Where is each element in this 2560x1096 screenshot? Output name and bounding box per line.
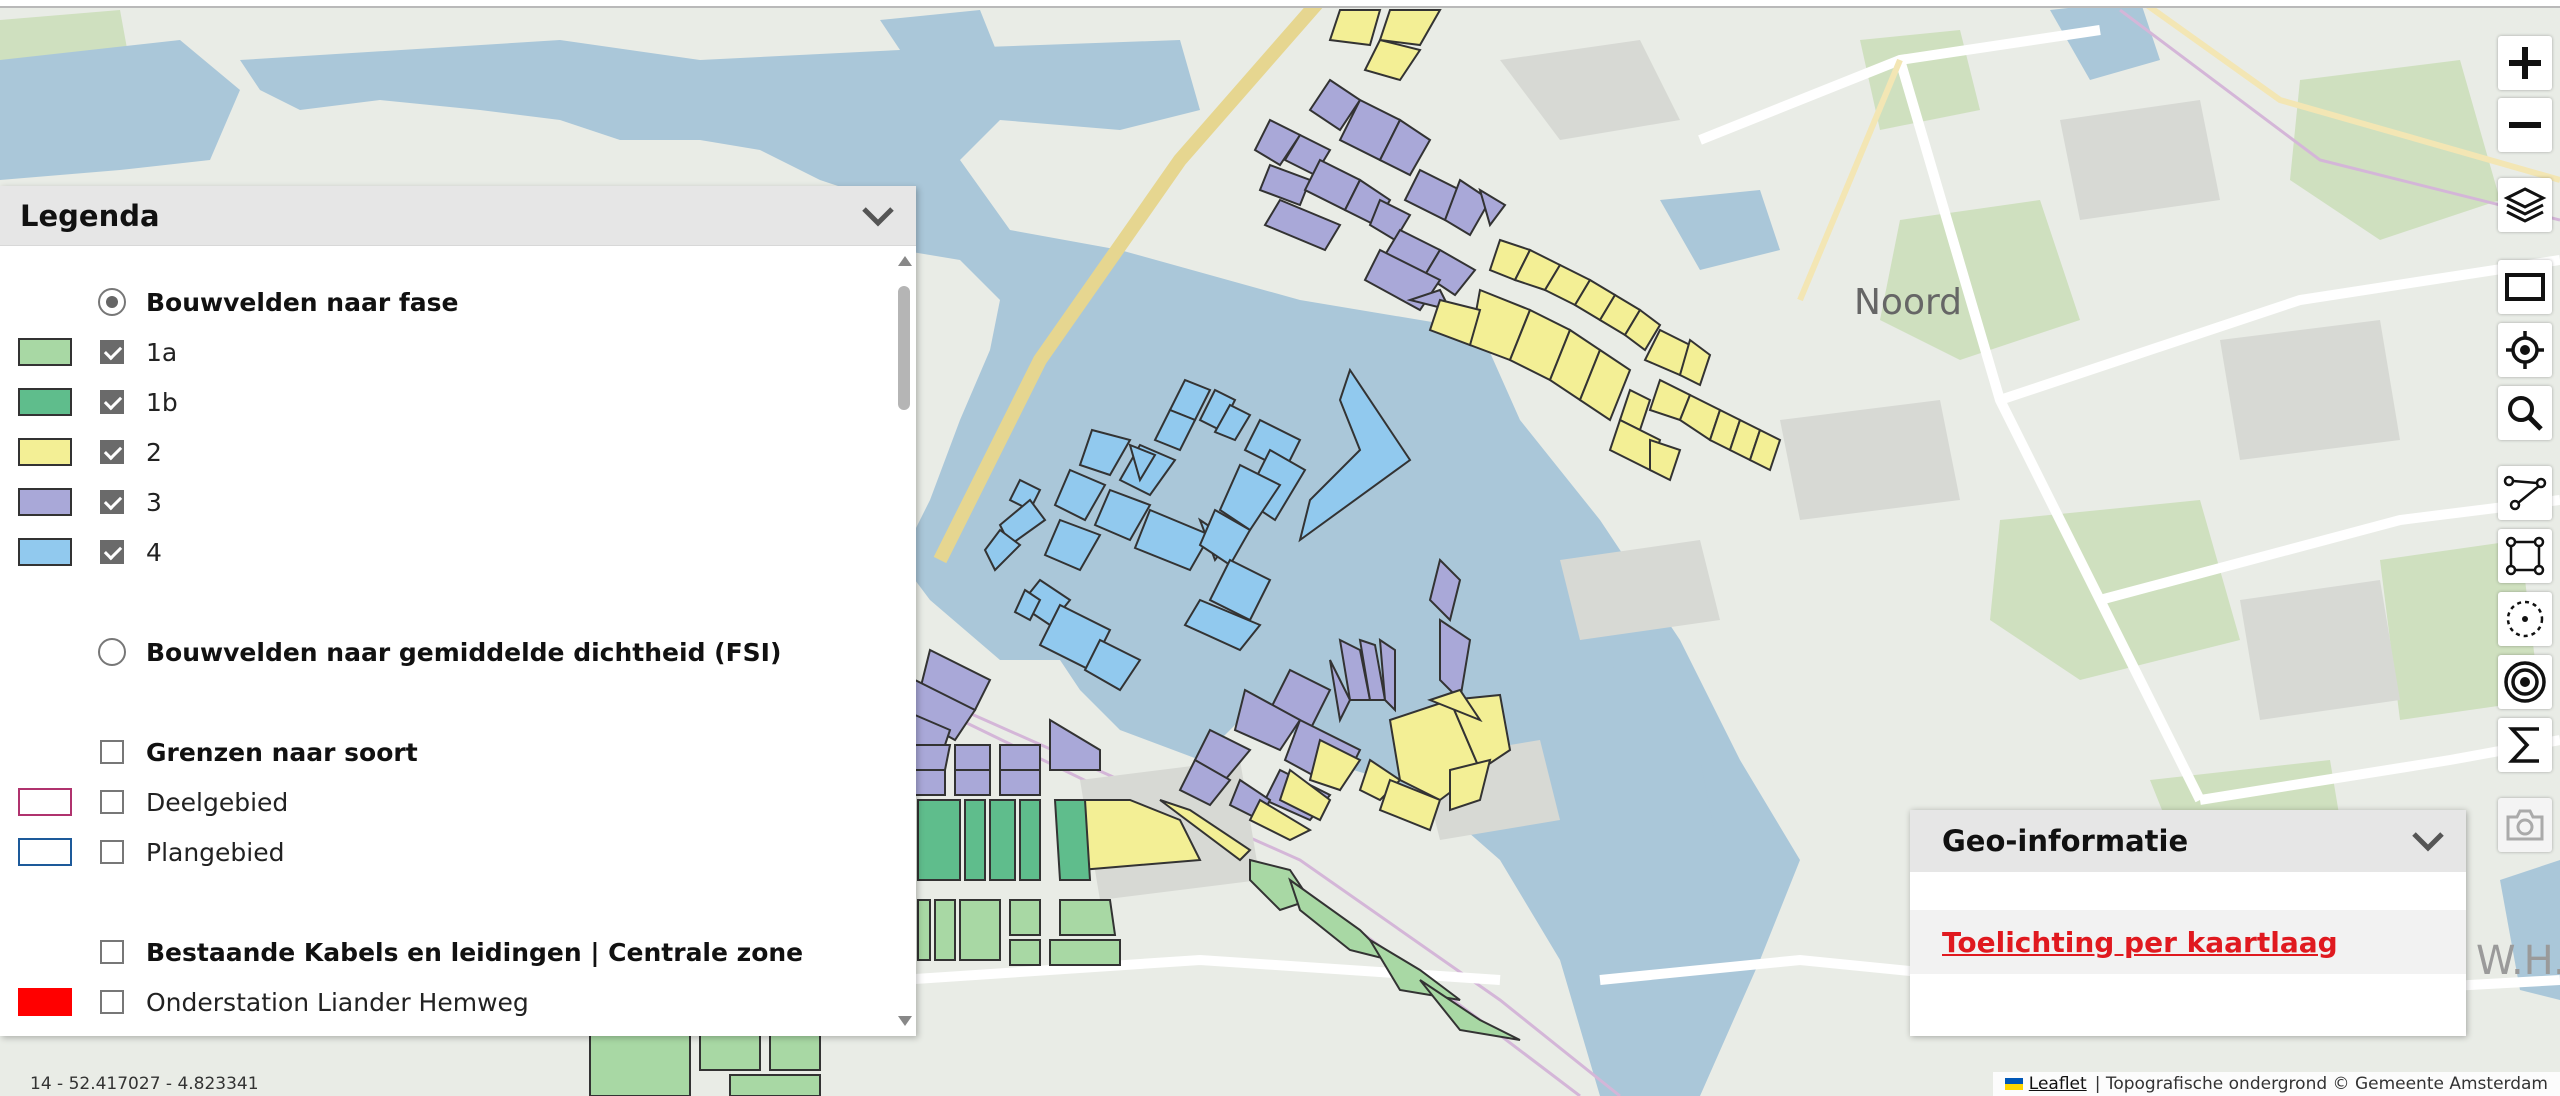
geo-info-link-row: Toelichting per kaartlaag — [1910, 910, 2466, 974]
measure-line-icon — [2503, 475, 2547, 511]
top-bar — [0, 0, 2560, 8]
place-label-noord: Noord — [1854, 282, 1962, 323]
legend-item-label: Onderstation Liander Hemweg — [146, 987, 529, 1017]
legend-checkbox[interactable] — [100, 990, 124, 1014]
legend-title: Legenda — [20, 198, 160, 233]
scroll-down-arrow-icon[interactable] — [898, 1016, 912, 1026]
legend-swatch — [18, 338, 72, 366]
toelichting-link[interactable]: Toelichting per kaartlaag — [1942, 925, 2338, 959]
bouwvelden-fase-1b[interactable] — [917, 799, 1092, 881]
screenshot-button[interactable] — [2498, 798, 2552, 852]
legend-swatch — [18, 788, 72, 816]
legend-item-label: 2 — [146, 437, 162, 467]
zoom-in-button[interactable] — [2498, 36, 2552, 90]
major-roads — [1797, 0, 2560, 302]
legend-item[interactable]: Bouwvelden naar gemiddelde dichtheid (FS… — [0, 632, 892, 672]
bouwvelden-fase-1a[interactable] — [589, 858, 1521, 1096]
bouwvelden-fase-4[interactable] — [983, 367, 1412, 692]
leaflet-link[interactable]: Leaflet — [2028, 1074, 2087, 1094]
zoom-in-icon — [2509, 47, 2541, 79]
measure-area-button[interactable] — [2498, 529, 2552, 583]
rail-lines — [933, 0, 1326, 564]
search-icon — [2508, 396, 2543, 431]
legend-item-label: Bouwvelden naar fase — [146, 287, 459, 317]
legend-swatch — [18, 838, 72, 866]
zoom-out-icon — [2509, 122, 2541, 128]
legend-swatch — [18, 538, 72, 566]
legend-item-label: Bouwvelden naar gemiddelde dichtheid (FS… — [146, 637, 782, 667]
legend-checkbox[interactable] — [100, 790, 124, 814]
coordinate-readout: 14 - 52.417027 - 4.823341 — [30, 1074, 259, 1094]
legend-radio[interactable] — [98, 638, 126, 666]
zoom-out-button[interactable] — [2498, 98, 2552, 152]
bouwvelden-fase-3[interactable] — [908, 78, 1507, 822]
legend-checkbox[interactable] — [100, 340, 124, 364]
geo-info-title: Geo-informatie — [1942, 824, 2189, 858]
sum-icon — [2507, 727, 2539, 763]
layers-icon — [2503, 187, 2547, 223]
target-button[interactable] — [2498, 655, 2552, 709]
legend-checkbox[interactable] — [100, 440, 124, 464]
legend-item[interactable]: Onderstation Liander Hemweg — [0, 982, 892, 1022]
legend-radio[interactable] — [98, 288, 126, 316]
attribution-text: | Topografische ondergrond © Gemeente Am… — [2094, 1074, 2548, 1094]
legend-item-label: Grenzen naar soort — [146, 737, 418, 767]
locate-button[interactable] — [2498, 323, 2552, 377]
locate-icon — [2506, 331, 2544, 369]
scroll-thumb[interactable] — [898, 286, 910, 410]
legend-checkbox[interactable] — [100, 740, 124, 764]
measure-line-button[interactable] — [2498, 466, 2552, 520]
search-button[interactable] — [2498, 386, 2552, 440]
legend-item[interactable]: Plangebied — [0, 832, 892, 872]
bouwvelden-fase-2[interactable] — [1079, 9, 1782, 872]
camera-icon — [2506, 809, 2544, 841]
legend-item[interactable]: Deelgebied — [0, 782, 892, 822]
geo-info-header[interactable]: Geo-informatie — [1910, 810, 2466, 872]
sum-button[interactable] — [2498, 718, 2552, 772]
legend-item[interactable]: 4 — [0, 532, 892, 572]
legend-item-label: 3 — [146, 487, 162, 517]
legend-item[interactable]: 3 — [0, 482, 892, 522]
legend-swatch — [18, 438, 72, 466]
buffer-button[interactable] — [2498, 592, 2552, 646]
legend-scrollbar[interactable] — [892, 246, 916, 1036]
legend-item-label: 4 — [146, 537, 162, 567]
legend-item-label: 1a — [146, 337, 178, 367]
legend-item-label: 1b — [146, 387, 178, 417]
legend-checkbox[interactable] — [100, 540, 124, 564]
legend-swatch — [18, 988, 72, 1016]
rectangle-select-button[interactable] — [2498, 260, 2552, 314]
buffer-icon — [2506, 600, 2544, 638]
legend-checkbox[interactable] — [100, 840, 124, 864]
legend-checkbox[interactable] — [100, 390, 124, 414]
legend-item[interactable]: Bouwvelden naar fase — [0, 282, 892, 322]
measure-area-icon — [2505, 536, 2545, 576]
legend-checkbox[interactable] — [100, 940, 124, 964]
map-attribution: Leaflet | Topografische ondergrond © Gem… — [1992, 1072, 2560, 1096]
ukraine-flag-icon — [2004, 1078, 2023, 1090]
legend-item-label: Plangebied — [146, 837, 285, 867]
chevron-down-icon[interactable] — [860, 198, 896, 234]
legend-item[interactable]: 1a — [0, 332, 892, 372]
legend-item[interactable]: 2 — [0, 432, 892, 472]
legend-item[interactable]: Bestaande Kabels en leidingen | Centrale… — [0, 932, 892, 972]
scroll-up-arrow-icon[interactable] — [898, 256, 912, 266]
layers-button[interactable] — [2498, 178, 2552, 232]
legend-swatch — [18, 388, 72, 416]
legend-header[interactable]: Legenda — [0, 186, 916, 246]
legend-item[interactable]: Grenzen naar soort — [0, 732, 892, 772]
rectangle-icon — [2505, 273, 2545, 301]
legend-item[interactable]: 1b — [0, 382, 892, 422]
legend-item-label: Deelgebied — [146, 787, 289, 817]
target-icon — [2504, 661, 2546, 703]
legend-checkbox[interactable] — [100, 490, 124, 514]
legend-swatch — [18, 488, 72, 516]
chevron-down-icon[interactable] — [2410, 823, 2446, 859]
geo-info-panel: Geo-informatie Toelichting per kaartlaag — [1910, 810, 2466, 1036]
place-label-edge: W.H. — [2476, 938, 2560, 984]
legend-item-label: Bestaande Kabels en leidingen | Centrale… — [146, 937, 804, 967]
